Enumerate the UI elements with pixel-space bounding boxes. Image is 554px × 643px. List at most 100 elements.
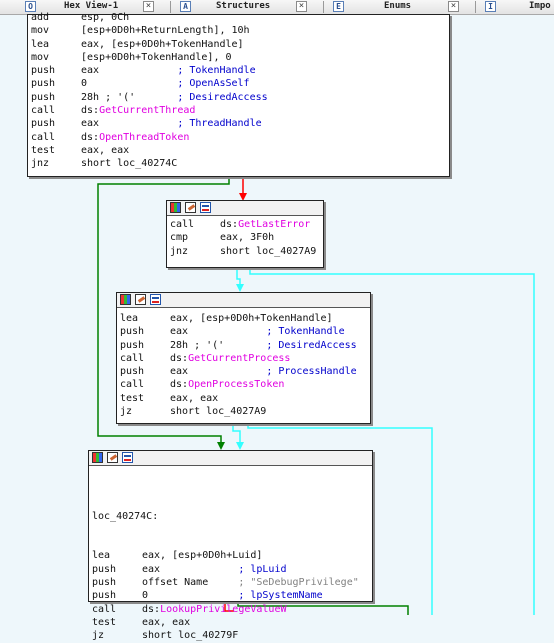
mnemonic: lea — [120, 313, 139, 324]
color-icon[interactable] — [170, 202, 181, 213]
mnemonic: push — [120, 339, 145, 351]
operands: esp, 0Ch — [81, 12, 130, 23]
function-name[interactable]: GetCurrentProcess — [188, 352, 291, 364]
operands: offset Name — [142, 577, 239, 589]
close-icon[interactable]: × — [296, 1, 307, 12]
tab-separator — [323, 1, 324, 13]
instruction-line[interactable]: mov[esp+0D0h+ReturnLength], 10h — [31, 24, 449, 37]
edge-red — [224, 600, 234, 612]
operands: eax, [esp+0D0h+Luid] — [142, 550, 263, 562]
comment: ; ProcessHandle — [266, 366, 357, 378]
arrow-red — [239, 193, 247, 201]
mnemonic: call — [120, 352, 145, 364]
imports-icon[interactable]: I — [485, 1, 496, 12]
tab-bar: O Hex View-1 × A Structures × E Enums × … — [0, 0, 554, 15]
function-name[interactable]: OpenThreadToken — [99, 131, 190, 143]
rename-icon[interactable] — [107, 452, 118, 463]
graph-icon[interactable] — [200, 202, 211, 213]
mnemonic: call — [120, 379, 145, 391]
operands: eax, eax — [142, 616, 191, 628]
operands: eax, [esp+0D0h+TokenHandle] — [170, 313, 333, 324]
instruction-line[interactable]: jnz short loc_40274C — [31, 157, 449, 170]
mnemonic: jnz — [170, 245, 189, 257]
tab-imports[interactable]: Impo — [529, 1, 551, 11]
operands: short loc_40274C — [81, 158, 178, 170]
graph-icon[interactable] — [122, 452, 133, 463]
mnemonic: call — [170, 219, 195, 230]
operands: short loc_4027A9 — [220, 245, 317, 257]
operands: 0 — [142, 590, 239, 602]
operands: 0 — [81, 78, 178, 90]
arrow-cyan — [236, 442, 244, 450]
rename-icon[interactable] — [135, 294, 146, 305]
mnemonic: mov — [31, 25, 50, 37]
function-name[interactable]: GetLastError — [238, 219, 311, 230]
hex-icon[interactable]: O — [25, 1, 36, 12]
color-icon[interactable] — [120, 294, 131, 305]
operands: ds: — [220, 219, 239, 230]
code-label[interactable]: loc_40274C: — [92, 510, 159, 522]
comment: ; ThreadHandle — [177, 118, 262, 130]
instruction-line[interactable]: call ds:GetLastError — [170, 218, 323, 231]
function-name[interactable]: LookupPrivilegeValueW — [160, 603, 287, 615]
instruction-line[interactable]: mov[esp+0D0h+TokenHandle], 0 — [31, 51, 449, 64]
operands: [esp+0D0h+TokenHandle], 0 — [81, 51, 232, 63]
close-icon[interactable]: × — [143, 1, 154, 12]
instruction-line[interactable]: jnz short loc_4027A9 — [170, 245, 323, 258]
rename-icon[interactable] — [185, 202, 196, 213]
function-name[interactable]: OpenProcessToken — [188, 379, 285, 391]
edge-cyan — [236, 266, 241, 284]
tab-structures[interactable]: Structures — [216, 1, 271, 11]
color-icon[interactable] — [92, 452, 103, 463]
operands: eax — [170, 366, 267, 378]
comment: ; TokenHandle — [266, 326, 345, 338]
edge-cyan — [232, 422, 241, 442]
tab-separator — [475, 1, 476, 13]
structures-icon[interactable]: A — [180, 1, 191, 12]
comment: ; DesiredAccess — [177, 91, 268, 103]
mnemonic: call — [31, 131, 56, 143]
mnemonic: push — [92, 577, 117, 589]
enums-icon[interactable]: E — [333, 1, 344, 12]
graph-icon[interactable] — [150, 294, 161, 305]
tab-enums[interactable]: Enums — [384, 1, 412, 11]
mnemonic: push — [92, 563, 117, 575]
mnemonic: jz — [92, 630, 105, 642]
operands: ds: — [81, 105, 100, 117]
tab-hex-view[interactable]: Hex View-1 — [64, 1, 119, 11]
instruction-line[interactable]: lea eax, [esp+0D0h+TokenHandle] — [120, 312, 370, 325]
close-icon[interactable]: × — [448, 1, 459, 12]
mnemonic: test — [31, 144, 56, 156]
function-name[interactable]: GetCurrentThread — [99, 105, 196, 117]
mnemonic: jnz — [31, 158, 50, 170]
